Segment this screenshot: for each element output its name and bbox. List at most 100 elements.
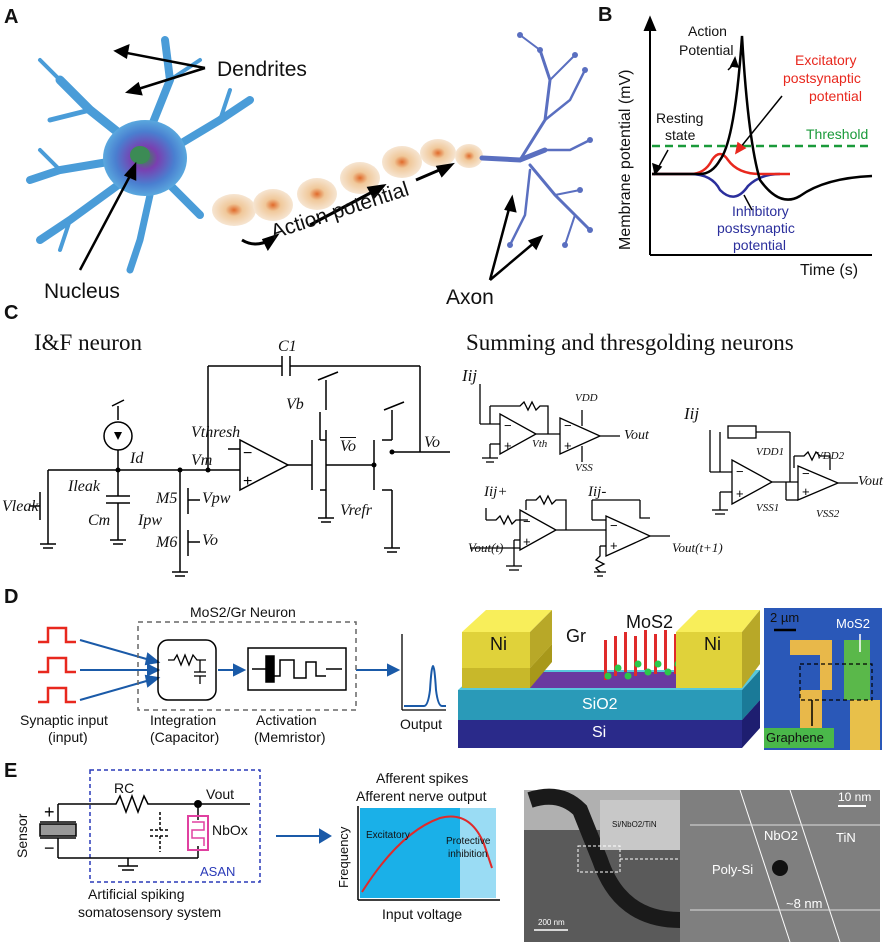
protective-label-1: Protective [446,836,491,847]
rc-label: RC [114,780,135,796]
svg-text:+: + [504,438,512,453]
activation-box [247,647,347,691]
vth-label: Vth [532,438,548,450]
svg-text:+: + [610,538,618,553]
vdd2-label: VDD2 [816,450,845,462]
vss-label: VSS [575,462,593,474]
svg-text:−: − [243,445,252,462]
vdd-label: VDD [575,392,598,404]
nbox-label: NbOx [212,822,248,838]
svg-text:+: + [802,484,810,499]
frequency-ylabel: Frequency [336,826,351,888]
polysi-label: Poly-Si [712,862,754,877]
output-text: Output [400,716,443,732]
panel-b-label: B [598,4,613,26]
axon-label: Axon [446,286,494,309]
ileak-label: Ileak [68,478,100,495]
svg-text:−: − [44,838,55,858]
vb-label: Vb [286,396,304,413]
svg-text:+: + [523,534,531,549]
m6-label: M6 [156,534,178,551]
svg-text:−: − [736,464,744,479]
vss2-label: VSS2 [816,508,840,520]
svg-text:+: + [736,486,744,501]
mos2-neuron-title: MoS2/Gr Neuron [190,604,296,620]
vrefr-label: Vrefr [340,502,372,519]
c1-label: C1 [278,338,297,355]
tem-stack-label: Si/NbO2/TiN [612,820,657,829]
vss1-label: VSS1 [756,502,780,514]
input-voltage-xlabel: Input voltage [382,906,463,922]
m5-label: M5 [156,490,178,507]
panel-a-label: A [4,6,19,28]
micrograph-graphene-label: Graphene [766,730,824,745]
ipsp-curve [652,172,781,198]
activation-text-2: (Memristor) [254,729,326,745]
synaptic-input-text-1: Synaptic input [20,712,108,728]
svg-text:−: − [504,418,512,433]
iij2-label: Iij [684,404,700,423]
action-potential-label: Action potential [268,177,412,244]
tem-scale-label: 200 nm [538,918,565,927]
epsp-text-3: potential [809,88,862,104]
ni-right-label: Ni [704,634,721,654]
vout-t-label: Vout(t) [468,540,504,555]
nucleus-label: Nucleus [44,280,120,303]
synaptic-input-text-2: (input) [48,729,88,745]
nucleus-shape [130,146,150,164]
soma [103,120,187,196]
panel-d-label: D [4,586,19,608]
panel-c-label: C [4,302,19,324]
iij-plus-label: Iij+ [484,484,508,500]
resting-text-1: Resting [656,110,704,126]
ipw-label: Ipw [138,512,162,529]
nbox-memristor [187,815,209,851]
ni-left-label: Ni [490,634,507,654]
excitatory-label: Excitatory [366,830,410,841]
iij-minus-label: Iij- [588,484,607,500]
synaptic-pulses [38,626,76,704]
micrograph-mos2-label: MoS2 [836,616,870,631]
nbo2-label: NbO2 [764,828,798,843]
mos2-label: MoS2 [626,612,674,632]
membrane-ylabel: Membrane potential (mV) [617,69,634,250]
asan-caption-1: Artificial spiking [88,886,185,902]
svg-text:+: + [243,473,252,490]
ipsp-text-2: postsynaptic [717,220,795,236]
svg-text:+: + [564,438,572,453]
panel-e-label: E [4,760,18,782]
epsp-text-2: postsynaptic [783,70,861,86]
activation-text-1: Activation [256,712,317,728]
device-3d [458,610,760,748]
svg-text:−: − [564,418,572,433]
integration-text-2: (Capacitor) [150,729,220,745]
action-potential-text-1: Action [688,23,727,39]
vo-label: Vo [424,434,440,451]
dendrites-label: Dendrites [217,58,307,81]
thickness-label: ~8 nm [786,896,823,911]
ipsp-text-1: Inhibitory [732,203,789,219]
gr-label: Gr [566,626,586,646]
svg-text:+: + [44,802,55,822]
svg-text:−: − [610,518,618,533]
vpw-label: Vpw [202,490,231,507]
axon-terminal-buttons [507,32,593,248]
membrane-xlabel: Time (s) [800,262,859,279]
epsp-text-1: Excitatory [795,52,857,68]
si-label: Si [592,724,607,741]
resting-text-2: state [665,127,696,143]
cm-label: Cm [88,512,111,529]
graph-title-2: Afferent nerve output [356,788,487,804]
svg-text:−: − [523,514,531,529]
sio2-label: SiO2 [582,696,618,713]
vm-label: Vm [191,452,213,469]
if-neuron-title: I&F neuron [34,330,142,355]
summing-neurons-title: Summing and thresgolding neurons [466,330,794,355]
vdd1-label: VDD1 [756,446,785,458]
tem-scale2-label: 10 nm [838,790,872,804]
svg-text:−: − [802,466,810,481]
